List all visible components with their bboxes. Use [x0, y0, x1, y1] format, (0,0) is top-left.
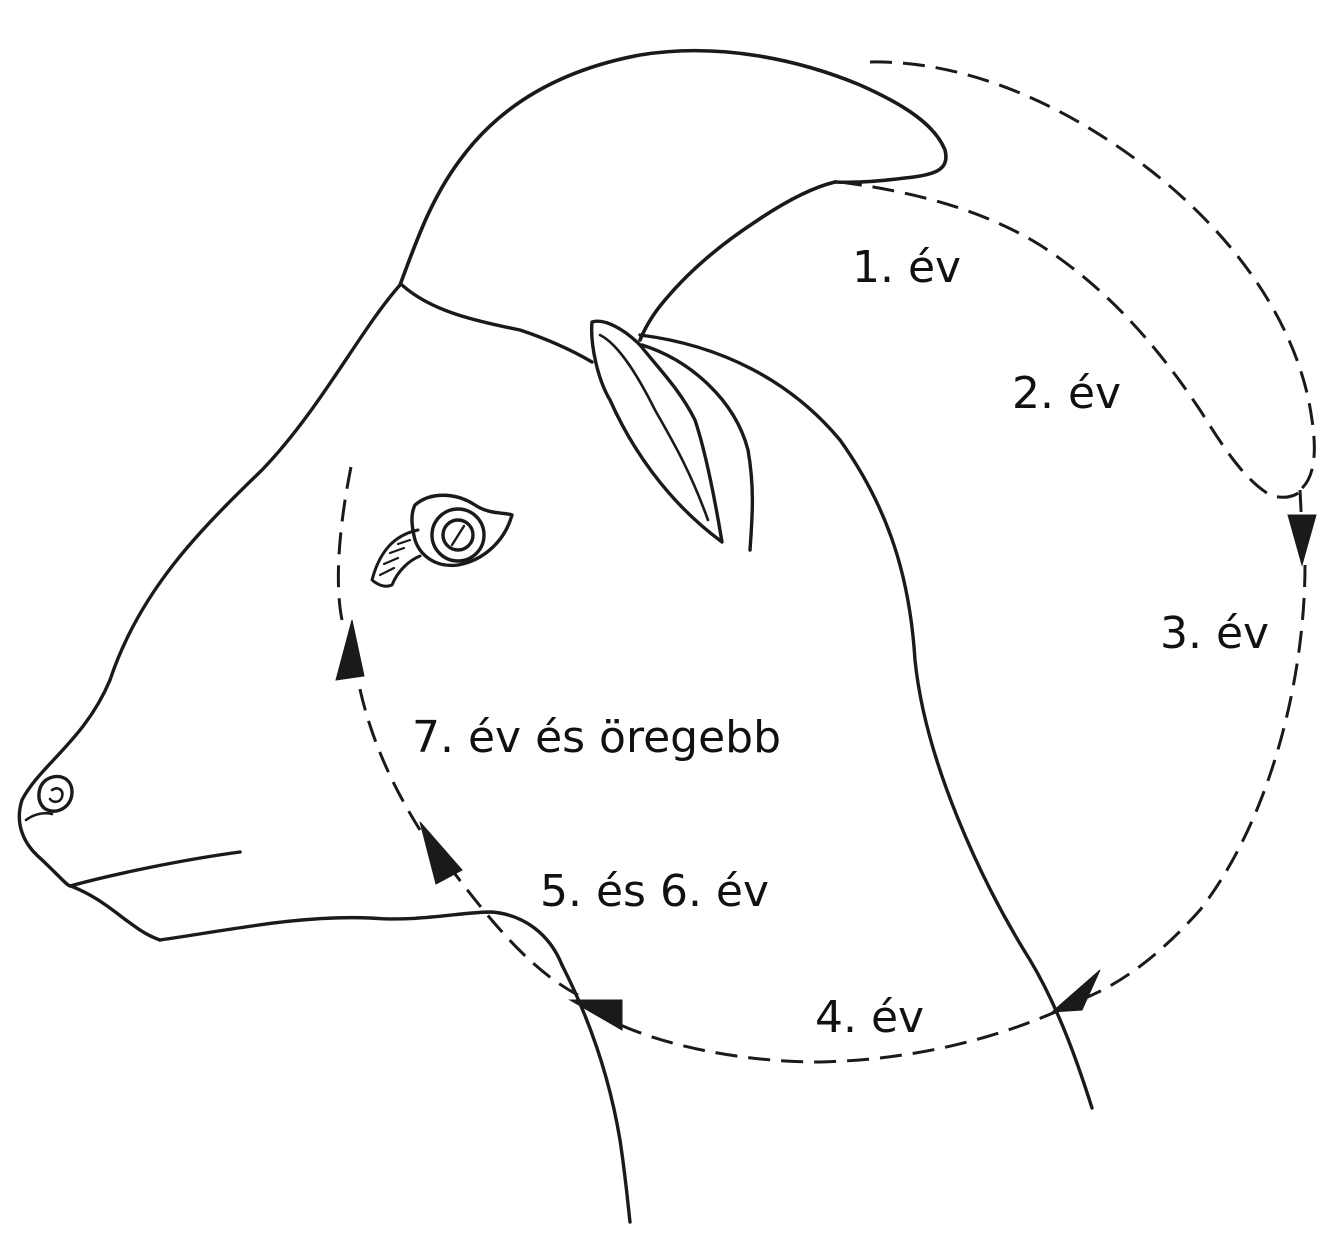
spiral-year5-rise	[358, 680, 420, 830]
label-year2: 2. év	[1012, 368, 1121, 419]
label-year1: 1. év	[852, 242, 961, 293]
spiral-inner-arc	[840, 182, 1302, 497]
ear	[592, 321, 753, 550]
head-top	[402, 285, 592, 362]
spiral-year7-arc	[338, 462, 352, 620]
arrowhead-year4	[1052, 970, 1100, 1012]
arrowhead-year3	[1288, 515, 1316, 565]
head-profile	[19, 285, 400, 858]
label-year7: 7. év és öregebb	[412, 712, 781, 763]
horn	[400, 51, 946, 340]
label-year4: 4. év	[815, 992, 924, 1043]
jaw-line	[160, 912, 562, 965]
mouth-line	[70, 852, 240, 886]
eye	[372, 495, 512, 586]
arrowhead-year5	[570, 1000, 622, 1030]
label-year5-6: 5. és 6. év	[540, 866, 769, 917]
arrowhead-year7	[336, 620, 364, 680]
label-year3: 3. év	[1160, 608, 1269, 659]
